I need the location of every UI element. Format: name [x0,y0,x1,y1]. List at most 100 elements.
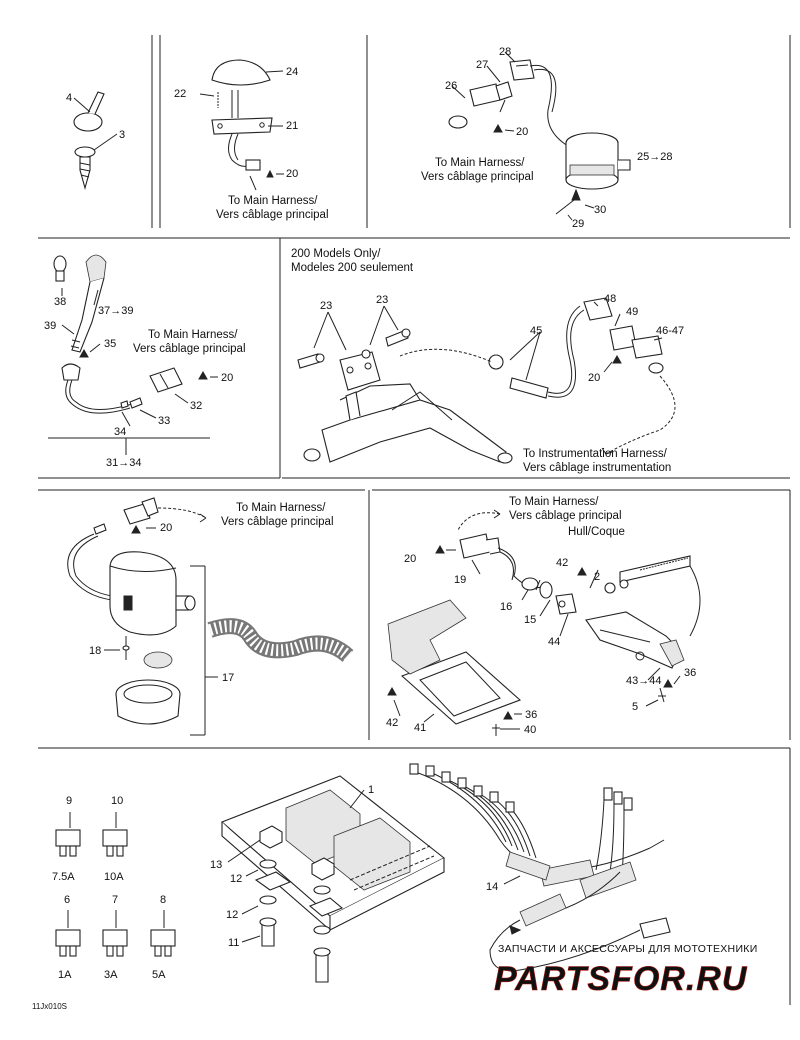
panel-lamp: 22 24 21 20 To Main Harness/ Vers câblag… [174,59,329,221]
callout-35: 35 [104,338,116,350]
callout-3: 3 [119,129,125,141]
screw-part-3 [74,146,96,191]
bolts-part-23 [297,328,411,369]
bracket-part-43-44 [585,611,685,669]
fuse-rating-3a: 3A [104,969,118,981]
label-vers-cablage: Vers câblage principal [421,171,534,183]
fuse-icon-8 [150,929,176,957]
label-to-main-harness: To Main Harness/ [148,329,238,341]
connector-part-26-27 [469,81,513,107]
callout-46-47: 46-47 [656,325,684,337]
callout-45: 45 [530,325,542,337]
callout-24: 24 [286,66,298,78]
connector-part-20 [123,497,159,525]
label-vers-cablage: Vers câblage principal [133,343,246,355]
callout-34: 34 [114,426,126,438]
callout-4: 4 [66,92,72,104]
callout-11: 11 [228,937,239,949]
callout-26: 26 [445,80,457,92]
fuse-icon-6 [55,929,81,957]
watermark-tagline: ЗАПЧАСТИ И АКСЕССУАРЫ ДЛЯ МОТОТЕХНИКИ [498,943,758,955]
wiring-harness-part-14 [409,763,671,972]
callout-25-28: 25→28 [637,151,672,163]
label-vers-cablage: Vers câblage principal [221,516,334,528]
fuse-icons [55,829,176,957]
callout-32: 32 [190,400,202,412]
callout-42: 42 [386,717,398,729]
callout-43-44: 43→44 [626,675,661,687]
callout-14: 14 [486,881,498,893]
callout-12a: 12 [230,873,242,885]
callout-36: 36 [684,667,696,679]
callout-27: 27 [476,59,488,71]
callout-20: 20 [516,126,528,138]
panel-socket: 38 37→39 39 35 20 32 33 34 31→34 To Main… [44,254,246,469]
callout-17: 17 [222,672,234,684]
callout-20: 20 [221,372,233,384]
callout-15: 15 [524,614,536,626]
callout-12b: 12 [226,909,238,921]
connector-part-28 [509,59,535,81]
callout-33: 33 [158,415,170,427]
sensor-parts-15-16 [521,577,577,615]
callout-38: 38 [54,296,66,308]
buzzer-part-25 [565,132,631,190]
panel-bilge-pump: 20 18 17 To Main Harness/ Vers câblage p… [67,497,354,736]
label-to-main-harness: To Main Harness/ [236,502,326,514]
callout-13: 13 [210,859,222,871]
connector-parts-48-49 [583,297,664,374]
label-to-main-harness: To Main Harness/ [509,496,599,508]
callout-1: 1 [368,784,374,796]
fuse-num-7: 7 [112,894,118,906]
panel-fuse-box: 9 10 6 7 8 [32,763,758,1011]
callout-36: 36 [525,709,537,721]
panel-dividers [38,35,791,1005]
connector-part-32 [149,367,183,393]
fuse-icon-9 [55,829,81,857]
lamp-base-part-21 [211,117,273,135]
fuse-num-9: 9 [66,795,72,807]
callout-49: 49 [626,306,638,318]
callout-20: 20 [404,553,416,565]
callout-20: 20 [588,372,600,384]
callout-37-39: 37→39 [98,305,133,317]
strainer-base [115,679,181,725]
callout-23b: 23 [376,294,388,306]
steering-assembly [303,351,513,464]
connector-part-19 [459,533,501,559]
fuse-rating-1a: 1A [58,969,72,981]
connector-shape [245,159,261,171]
pump-part-17 [109,551,196,636]
label-to-main-harness: To Main Harness/ [435,157,525,169]
fuse-box-part-1 [220,775,446,931]
bulb-part-38 [53,255,67,282]
lamp-cover-part-24 [211,59,271,86]
callout-30: 30 [594,204,606,216]
fuse-num-8: 8 [160,894,166,906]
callout-22: 22 [174,88,186,100]
label-hull-coque: Hull/Coque [568,526,625,538]
watermark-brand: PARTSFOR.RU [494,960,748,998]
callout-20: 20 [286,168,298,180]
callout-16: 16 [500,601,512,613]
hull-bracket-part-2 [604,555,691,594]
fuse-rating-5a: 5A [152,969,166,981]
callout-21: 21 [286,120,298,132]
watermark-logo: ЗАПЧАСТИ И АКСЕССУАРЫ ДЛЯ МОТОТЕХНИКИ PA… [494,943,758,998]
fuse-rating-7-5a: 7.5A [52,871,75,883]
callout-19: 19 [454,574,466,586]
callout-42: 42 [556,557,568,569]
clip-part-4 [73,91,105,132]
fuse-num-6: 6 [64,894,70,906]
callout-28: 28 [499,46,511,58]
callout-39: 39 [44,320,56,332]
gasket-part-42 [387,599,467,675]
document-code: 11Jx010S [32,1002,67,1011]
label-modeles-200: Modeles 200 seulement [291,262,414,274]
fuse-rating-10a: 10A [104,871,124,883]
nut-washer-bolt-parts [254,825,344,983]
callout-2: 2 [594,571,600,583]
label-to-main-harness: To Main Harness/ [228,195,318,207]
